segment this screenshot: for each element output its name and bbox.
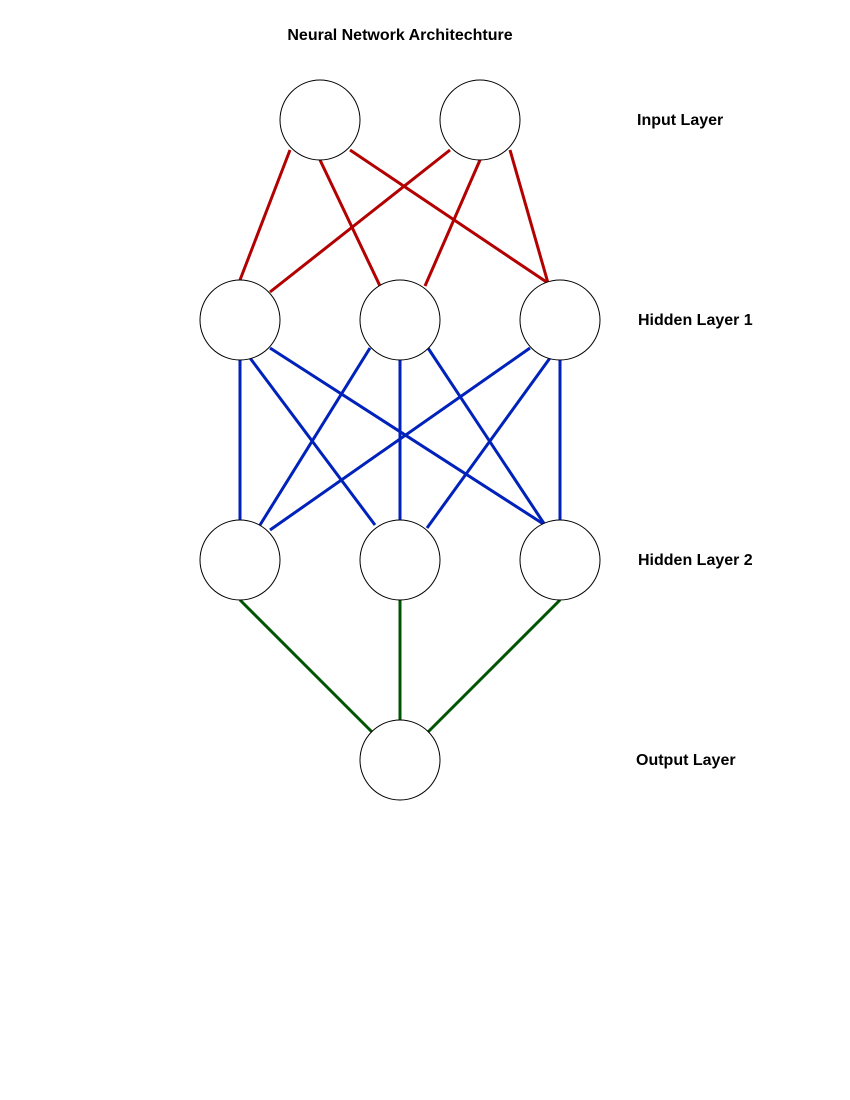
neuron-hidden1-3 <box>519 279 601 361</box>
edge-hidden1c-hidden2b <box>425 357 552 529</box>
layer-label-hidden1: Hidden Layer 1 <box>638 312 753 329</box>
connections-group <box>238 148 562 734</box>
layer-label-output: Output Layer <box>636 752 736 769</box>
edge-hidden1b-hidden2c <box>426 347 547 526</box>
edge-input1-hidden1-3 <box>349 148 549 285</box>
edge-hidden2a-output <box>238 598 374 734</box>
edge-input2-hidden1-2 <box>423 159 482 287</box>
edge-hidden1c-hidden2a <box>269 346 531 532</box>
edge-input1-hidden1-2 <box>318 159 382 287</box>
edge-hidden2c-output <box>426 598 562 734</box>
neuron-hidden1-2 <box>359 279 441 361</box>
neuron-input-1 <box>279 79 361 161</box>
neuron-output-1 <box>359 719 441 801</box>
layer-label-hidden2: Hidden Layer 2 <box>638 552 753 569</box>
diagram-title: Neural Network Architechture <box>287 27 512 44</box>
edge-input1-hidden1-1 <box>238 149 292 281</box>
layer-label-input: Input Layer <box>637 112 723 129</box>
neuron-input-2 <box>439 79 521 161</box>
neuron-hidden2-2 <box>359 519 441 601</box>
edge-hidden1a-hidden2c <box>269 346 546 527</box>
neuron-hidden2-1 <box>199 519 281 601</box>
neuron-hidden1-1 <box>199 279 281 361</box>
edge-hidden1b-hidden2a <box>258 347 372 526</box>
neurons-group <box>199 79 601 801</box>
edge-input2-hidden1-1 <box>269 148 451 294</box>
edge-input2-hidden1-3 <box>508 149 550 284</box>
neuron-hidden2-3 <box>519 519 601 601</box>
